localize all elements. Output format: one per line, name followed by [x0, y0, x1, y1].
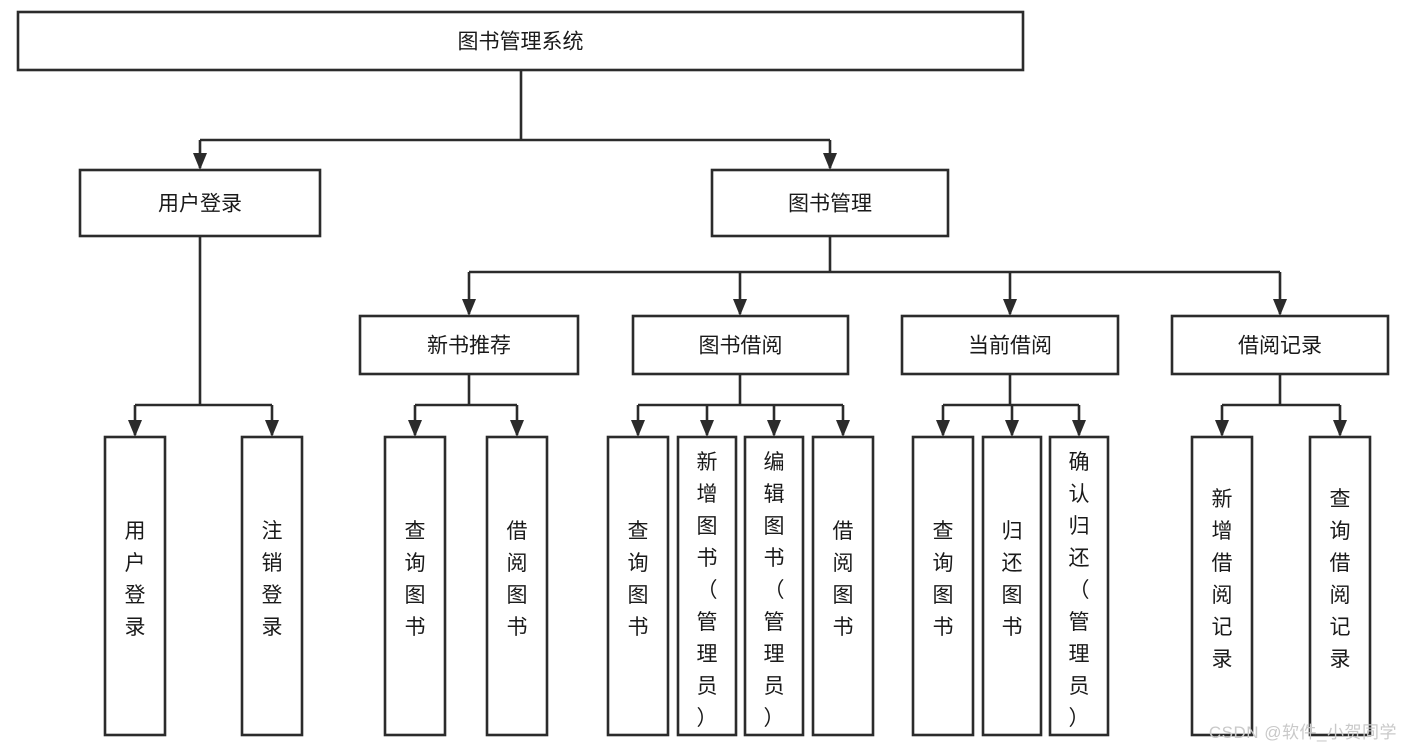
- node-leaf-borrow-book-2[interactable]: 借阅图书: [811, 435, 875, 737]
- node-box: [485, 435, 549, 737]
- node-box: [631, 314, 850, 376]
- node-box: [710, 168, 950, 238]
- arrow-head-icon: [836, 420, 850, 437]
- node-label: 用户登录: [158, 193, 242, 216]
- arrow-head-icon: [462, 299, 476, 316]
- node-label: 编辑图书（管理员）: [764, 451, 785, 730]
- connector-conn-userlogin-bus: [128, 236, 279, 437]
- node-leaf-user-logout[interactable]: 注销登录: [240, 435, 304, 737]
- node-box: [606, 435, 670, 737]
- node-leaf-add-book[interactable]: 新增图书（管理员）: [676, 435, 738, 737]
- arrow-head-icon: [1333, 420, 1347, 437]
- node-label: 查询借阅记录: [1330, 488, 1351, 671]
- node-leaf-add-record[interactable]: 新增借阅记录: [1190, 435, 1254, 737]
- node-label: 新增借阅记录: [1212, 488, 1233, 671]
- arrow-head-icon: [700, 420, 714, 437]
- csdn-watermark: CSDN @软件_小贺同学: [1208, 723, 1397, 742]
- node-label: 新书推荐: [427, 335, 511, 358]
- node-label: 注销登录: [262, 520, 283, 639]
- node-leaf-borrow-book-1[interactable]: 借阅图书: [485, 435, 549, 737]
- node-box: [78, 168, 322, 238]
- node-leaf-query-book-1[interactable]: 查询图书: [383, 435, 447, 737]
- node-box: [383, 435, 447, 737]
- node-root[interactable]: 图书管理系统: [16, 10, 1025, 72]
- node-box: [103, 435, 167, 737]
- connector-conn-root-bus: [193, 70, 837, 170]
- node-box: [240, 435, 304, 737]
- arrow-head-icon: [823, 153, 837, 170]
- node-current-borrow[interactable]: 当前借阅: [900, 314, 1120, 376]
- arrow-head-icon: [408, 420, 422, 437]
- node-box: [1048, 435, 1110, 737]
- node-box: [358, 314, 580, 376]
- arrow-head-icon: [631, 420, 645, 437]
- node-label: 用户登录: [125, 520, 146, 639]
- connector-conn-borrowrecord-bus: [1215, 374, 1347, 437]
- arrow-head-icon: [936, 420, 950, 437]
- node-label: 借阅图书: [833, 520, 854, 639]
- arrow-head-icon: [193, 153, 207, 170]
- node-label: 借阅记录: [1238, 335, 1322, 358]
- node-box: [1170, 314, 1390, 376]
- node-box: [981, 435, 1043, 737]
- connector-conn-currentborrow-bus: [936, 374, 1086, 437]
- node-label: 确认归还（管理员）: [1069, 451, 1090, 730]
- node-label: 查询图书: [405, 520, 426, 639]
- node-label: 图书借阅: [699, 335, 783, 358]
- node-borrow-record[interactable]: 借阅记录: [1170, 314, 1390, 376]
- arrow-head-icon: [1005, 420, 1019, 437]
- node-box: [676, 435, 738, 737]
- node-box: [900, 314, 1120, 376]
- arrow-head-icon: [128, 420, 142, 437]
- node-label: 新增图书（管理员）: [697, 451, 718, 730]
- node-leaf-query-record[interactable]: 查询借阅记录: [1308, 435, 1372, 737]
- node-label: 归还图书: [1002, 520, 1023, 639]
- node-box: [743, 435, 805, 737]
- node-box: [1190, 435, 1254, 737]
- arrow-head-icon: [1215, 420, 1229, 437]
- arrow-head-icon: [1273, 299, 1287, 316]
- node-leaf-return-book[interactable]: 归还图书: [981, 435, 1043, 737]
- node-label: 图书管理系统: [458, 31, 584, 54]
- node-leaf-user-login[interactable]: 用户登录: [103, 435, 167, 737]
- node-leaf-query-book-3[interactable]: 查询图书: [911, 435, 975, 737]
- arrow-head-icon: [767, 420, 781, 437]
- node-label: 查询图书: [933, 520, 954, 639]
- connector-layer: [128, 70, 1347, 437]
- node-box: [811, 435, 875, 737]
- arrow-head-icon: [1003, 299, 1017, 316]
- node-leaf-edit-book[interactable]: 编辑图书（管理员）: [743, 435, 805, 737]
- node-label: 当前借阅: [968, 335, 1052, 358]
- node-label: 图书管理: [788, 193, 872, 216]
- node-box: [911, 435, 975, 737]
- node-label: 借阅图书: [507, 520, 528, 639]
- node-label: 查询图书: [628, 520, 649, 639]
- connector-conn-newbook-bus: [408, 374, 524, 437]
- arrow-head-icon: [510, 420, 524, 437]
- node-box: [1308, 435, 1372, 737]
- node-new-book-recommend[interactable]: 新书推荐: [358, 314, 580, 376]
- node-layer: 图书管理系统用户登录图书管理新书推荐图书借阅当前借阅借阅记录用户登录注销登录查询…: [16, 10, 1390, 737]
- node-leaf-query-book-2[interactable]: 查询图书: [606, 435, 670, 737]
- arrow-head-icon: [1072, 420, 1086, 437]
- node-box: [16, 10, 1025, 72]
- arrow-head-icon: [265, 420, 279, 437]
- node-book-borrow[interactable]: 图书借阅: [631, 314, 850, 376]
- arrow-head-icon: [733, 299, 747, 316]
- connector-conn-bookmanage-bus: [462, 236, 1287, 316]
- node-user-login[interactable]: 用户登录: [78, 168, 322, 238]
- node-leaf-confirm-return[interactable]: 确认归还（管理员）: [1048, 435, 1110, 737]
- node-book-manage[interactable]: 图书管理: [710, 168, 950, 238]
- connector-conn-bookborrow-bus: [631, 374, 850, 437]
